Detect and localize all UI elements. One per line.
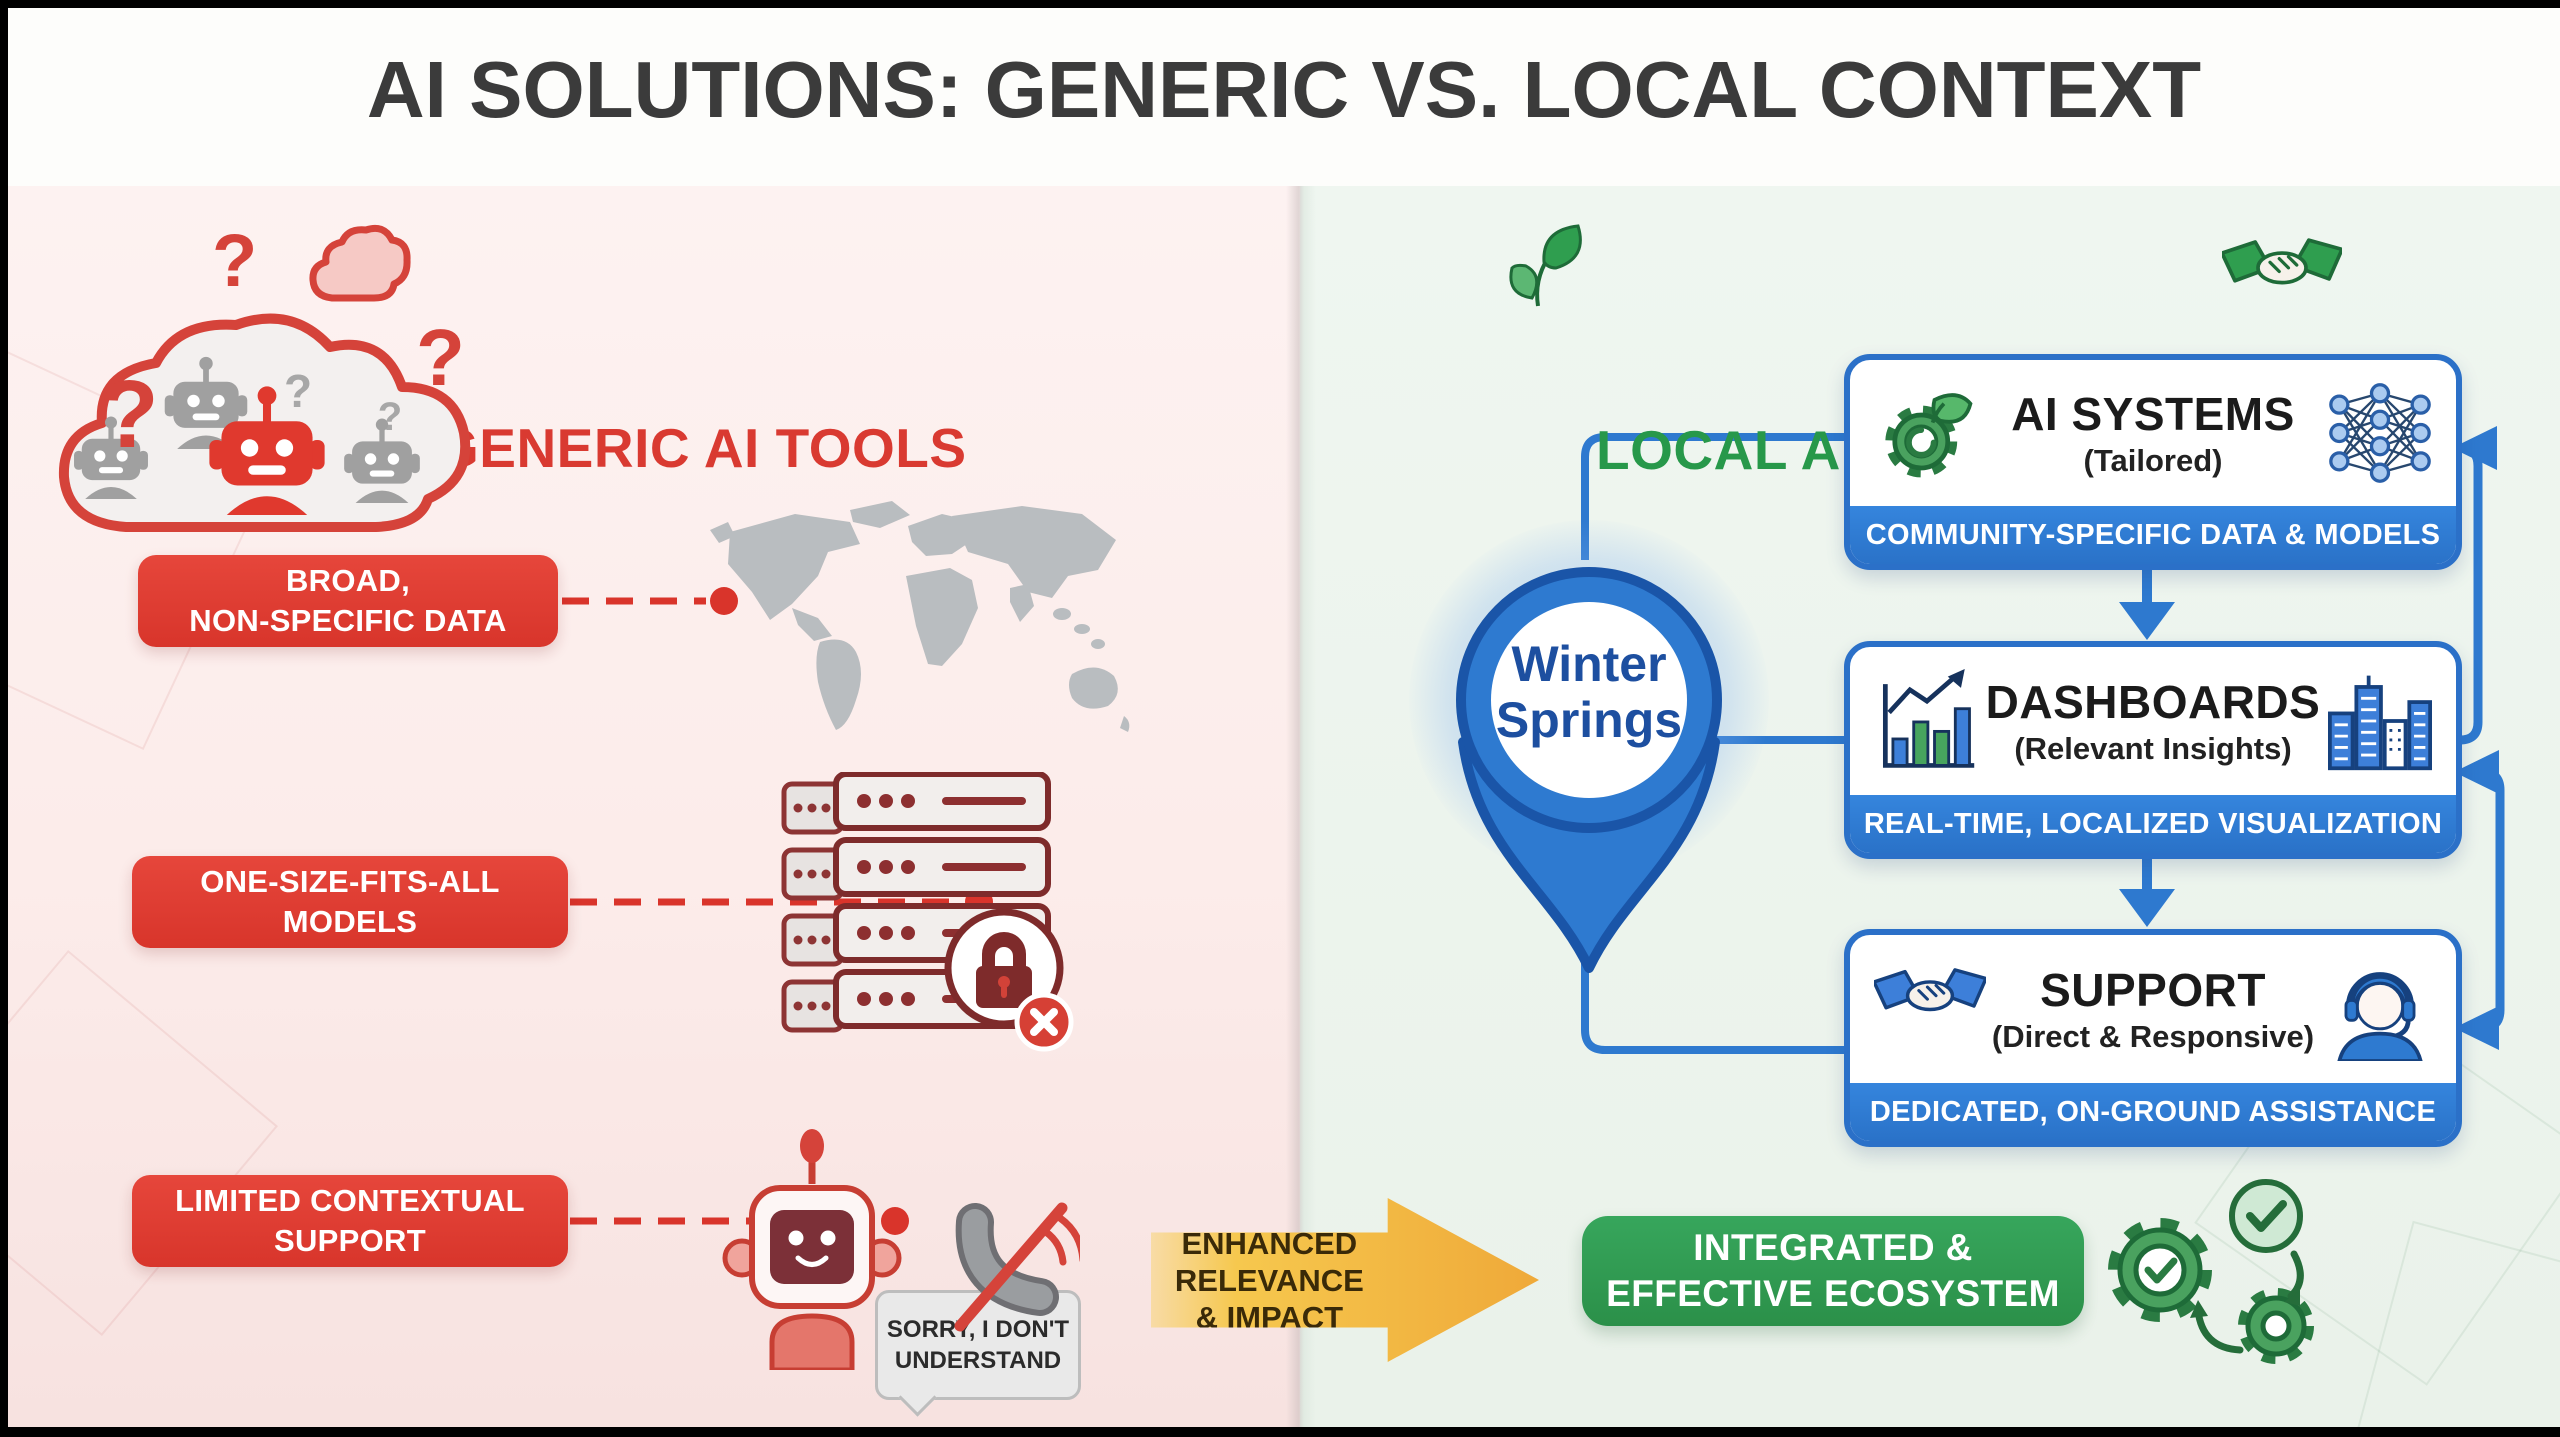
down-arrow-2-head bbox=[2119, 889, 2175, 927]
flow-box-dashboards: DASHBOARDS (Relevant Insights) REAL-TIME… bbox=[1844, 641, 2462, 859]
dashed-connectors bbox=[562, 597, 960, 1225]
feedback-arrowheads bbox=[2452, 426, 2499, 1050]
page-title: AI SOLUTIONS: GENERIC VS. LOCAL CONTEXT bbox=[366, 45, 2202, 134]
flow-box-ai-systems: AI SYSTEMS (Tailored) bbox=[1844, 354, 2462, 570]
flow-box-support: SUPPORT (Direct & Responsive) DEDICATED,… bbox=[1844, 929, 2462, 1147]
question-mark-icon: ? bbox=[100, 361, 159, 468]
svg-text:?: ? bbox=[284, 365, 312, 417]
flow-box-subtitle: (Tailored) bbox=[2083, 443, 2223, 478]
support-agent-icon bbox=[2328, 957, 2432, 1061]
question-mark-icon: ? bbox=[416, 313, 465, 402]
down-arrow-1-head bbox=[2119, 602, 2175, 640]
transition-arrow-label: ENHANCED RELEVANCE & IMPACT bbox=[1174, 1225, 1364, 1335]
cloud-icon bbox=[308, 222, 412, 304]
flow-box-banner: REAL-TIME, LOCALIZED VISUALIZATION bbox=[1850, 795, 2456, 853]
pain-point-broad-data: BROAD, NON-SPECIFIC DATA bbox=[138, 555, 558, 647]
handshake-icon bbox=[1874, 957, 1986, 1061]
handshake-icon bbox=[2222, 226, 2342, 306]
panel-divider bbox=[1286, 186, 1316, 1427]
gear-leaf-icon bbox=[1874, 381, 1978, 485]
pin-label: Winter Springs bbox=[1495, 636, 1683, 748]
flow-box-title: AI SYSTEMS bbox=[2011, 388, 2295, 440]
pin-to-aisystems-line bbox=[1581, 433, 1844, 560]
city-icon bbox=[2328, 669, 2432, 773]
confused-robot-icon bbox=[712, 1118, 912, 1370]
feedback-support-dashboards bbox=[2468, 767, 2505, 1033]
world-map-icon bbox=[700, 492, 1145, 744]
result-box: INTEGRATED & EFFECTIVE ECOSYSTEM bbox=[1582, 1216, 2084, 1326]
frame-top bbox=[0, 0, 2560, 8]
flow-box-subtitle: (Relevant Insights) bbox=[2014, 731, 2292, 766]
flow-box-title: DASHBOARDS bbox=[1985, 676, 2321, 728]
frame-left bbox=[0, 0, 8, 1437]
leaf-icon bbox=[1504, 224, 1590, 308]
flow-box-banner: COMMUNITY-SPECIFIC DATA & MODELS bbox=[1850, 506, 2456, 564]
gears-check-icon bbox=[2098, 1178, 2353, 1383]
title-band: AI SOLUTIONS: GENERIC VS. LOCAL CONTEXT bbox=[8, 8, 2560, 186]
neural-network-icon bbox=[2328, 381, 2432, 485]
location-pin-icon bbox=[1400, 470, 1780, 1000]
pin-to-support-line bbox=[1581, 940, 1844, 1054]
frame-bottom bbox=[0, 1427, 2560, 1437]
flow-box-subtitle: (Direct & Responsive) bbox=[1991, 1019, 2315, 1054]
server-back-column bbox=[781, 781, 845, 1033]
bar-chart-icon bbox=[1874, 669, 1978, 773]
locked-servers-icon bbox=[778, 772, 1078, 1068]
error-x-badge bbox=[1014, 992, 1074, 1052]
flow-box-banner: DEDICATED, ON-GROUND ASSISTANCE bbox=[1850, 1083, 2456, 1141]
question-mark-icon: ? bbox=[212, 219, 258, 302]
crossed-phone-icon bbox=[930, 1192, 1080, 1342]
cloud-robots-icon: ? ? bbox=[40, 295, 480, 535]
pain-point-limited-support: LIMITED CONTEXTUAL SUPPORT bbox=[132, 1175, 568, 1267]
pain-point-one-size-models: ONE-SIZE-FITS-ALL MODELS bbox=[132, 856, 568, 948]
generic-header: GENERIC AI TOOLS bbox=[436, 417, 967, 479]
flow-box-title: SUPPORT bbox=[2040, 964, 2266, 1016]
